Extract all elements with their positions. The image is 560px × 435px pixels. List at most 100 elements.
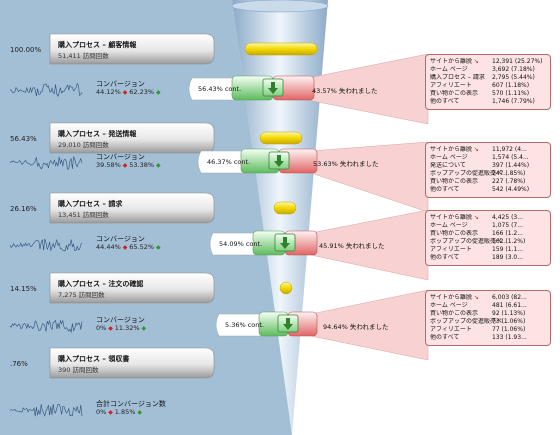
- exit-row[interactable]: ホーム ページ 1,574 (5.4...: [430, 154, 546, 162]
- exit-label: 他のすべて: [430, 254, 460, 261]
- continue-callout: [188, 77, 241, 101]
- exit-label: 他のすべて: [430, 186, 460, 193]
- exit-row[interactable]: 買い物かごの表示 227 (.78%): [430, 178, 546, 186]
- conversion-rate-secondary: 1.85%: [114, 408, 136, 416]
- conversion-rate-secondary: 53.38%: [129, 161, 155, 169]
- lost-percent: 43.57% 失われました: [312, 87, 378, 95]
- down-arrow-icon: [268, 82, 278, 94]
- exit-label: 買い物かごの表示: [430, 310, 479, 317]
- exit-value: 77 (1.06%): [492, 326, 526, 333]
- exit-value: 12,391 (25.27%): [492, 58, 543, 65]
- step-visit-count: 51,411 訪問回数: [58, 52, 109, 60]
- exit-row[interactable]: ポップアップの促進販売ペ...73 (1.06%): [430, 318, 546, 326]
- exit-label: 他のすべて: [430, 98, 460, 105]
- exit-label: ホーム ページ: [430, 66, 468, 73]
- step-volume-indicator: [244, 42, 318, 56]
- continue-callout: [197, 150, 250, 174]
- exit-row[interactable]: 他のすべて 133 (1.93...: [430, 334, 546, 342]
- step-title[interactable]: 購入プロセス – 請求: [58, 200, 123, 208]
- step-percent: 56.43%: [10, 135, 37, 143]
- decrease-icon: ◆: [106, 409, 115, 416]
- exit-label: 購入プロセス – 請求: [430, 74, 485, 81]
- conversion-values: 44.44% ◆ 65.52% ◆: [96, 243, 161, 251]
- exit-row[interactable]: サイトから離脱 ↘12,391 (25.27%): [430, 58, 546, 66]
- down-arrow-icon: [274, 155, 284, 167]
- continue-callout: [215, 313, 268, 337]
- conversion-sparkline: [9, 319, 83, 334]
- down-arrow-icon: [283, 318, 293, 330]
- exit-arrow-icon: ↘: [472, 294, 479, 301]
- continue-callout: [209, 232, 262, 256]
- step-visit-count: 7,275 訪問回数: [58, 291, 105, 299]
- step-visit-count: 390 訪問回数: [58, 366, 99, 374]
- conversion-sparkline: [9, 83, 83, 98]
- increase-icon: ◆: [135, 409, 142, 416]
- step-title[interactable]: 購入プロセス – 顧客情報: [58, 41, 137, 49]
- exit-value: 166 (1.2...: [492, 230, 523, 237]
- exit-value: 3,692 (7.18%): [492, 66, 535, 73]
- conversion-rate-primary: 0%: [96, 324, 107, 332]
- exit-label: ホーム ページ: [430, 154, 468, 161]
- exit-value: 542 (4.49%): [492, 186, 530, 193]
- exit-label: ホーム ページ: [430, 302, 468, 309]
- exit-value: 247 (.85%): [492, 170, 526, 177]
- exit-row[interactable]: 他のすべて 542 (4.49%): [430, 186, 546, 194]
- exit-value: 11,972 (4...: [492, 146, 527, 153]
- step-percent: 100.00%: [10, 46, 42, 54]
- step-title[interactable]: 購入プロセス – 発送情報: [58, 130, 137, 138]
- exit-destinations-box: サイトから離脱 ↘12,391 (25.27%)ホーム ページ 3,692 (7.…: [425, 54, 551, 110]
- conversion-label: コンバージョン: [96, 80, 145, 88]
- exit-value: 1,574 (5.4...: [492, 154, 529, 161]
- exit-label: 買い物かごの表示: [430, 178, 479, 185]
- conversion-values: 0% ◆ 11.32% ◆: [96, 324, 146, 332]
- step-volume-indicator: [279, 281, 293, 295]
- increase-icon: ◆: [154, 162, 161, 169]
- step-volume-indicator: [259, 131, 303, 145]
- continue-percent: 5.36% cont.: [225, 321, 264, 329]
- step-volume-indicator: [273, 201, 297, 215]
- conversion-rate-primary: 39.58%: [96, 161, 121, 169]
- conversion-rate-secondary: 11.32%: [114, 324, 140, 332]
- exit-label: アフィリエート: [430, 326, 472, 333]
- exit-arrow-icon: ↘: [472, 146, 479, 153]
- exit-row[interactable]: ホーム ページ 3,692 (7.18%): [430, 66, 546, 74]
- exit-row[interactable]: アフィリエート 77 (1.06%): [430, 326, 546, 334]
- step-percent: .76%: [10, 360, 28, 368]
- step-bar: [49, 272, 215, 304]
- conversion-label: コンバージョン: [96, 153, 145, 161]
- exit-row[interactable]: ポップアップの促進販売ペ...162 (1.2%): [430, 238, 546, 246]
- exit-value: 397 (1.44%): [492, 162, 530, 169]
- step-title[interactable]: 購入プロセス – 注文の確認: [58, 280, 144, 288]
- conversion-label: コンバージョン: [96, 316, 145, 324]
- step-visit-count: 13,451 訪問回数: [58, 211, 109, 219]
- exit-label: サイトから離脱: [430, 214, 473, 221]
- step-percent: 14.15%: [10, 285, 37, 293]
- exit-row[interactable]: サイトから離脱 ↘6,003 (82...: [430, 294, 546, 302]
- increase-icon: ◆: [154, 89, 161, 96]
- step-title[interactable]: 購入プロセス – 領収書: [58, 355, 130, 363]
- exit-wedge: [310, 141, 429, 213]
- exit-row[interactable]: サイトから離脱 ↘11,972 (4...: [430, 146, 546, 154]
- exit-value: 133 (1.93...: [492, 334, 527, 341]
- exit-row[interactable]: ポップアップの促進販売ペ...247 (.85%): [430, 170, 546, 178]
- continue-percent: 56.43% cont.: [198, 85, 242, 93]
- increase-icon: ◆: [154, 244, 161, 251]
- exit-row[interactable]: サイトから離脱 ↘4,425 (3...: [430, 214, 546, 222]
- exit-label: 他のすべて: [430, 334, 460, 341]
- exit-value: 227 (.78%): [492, 178, 526, 185]
- conversion-rate-primary: 0%: [96, 408, 107, 416]
